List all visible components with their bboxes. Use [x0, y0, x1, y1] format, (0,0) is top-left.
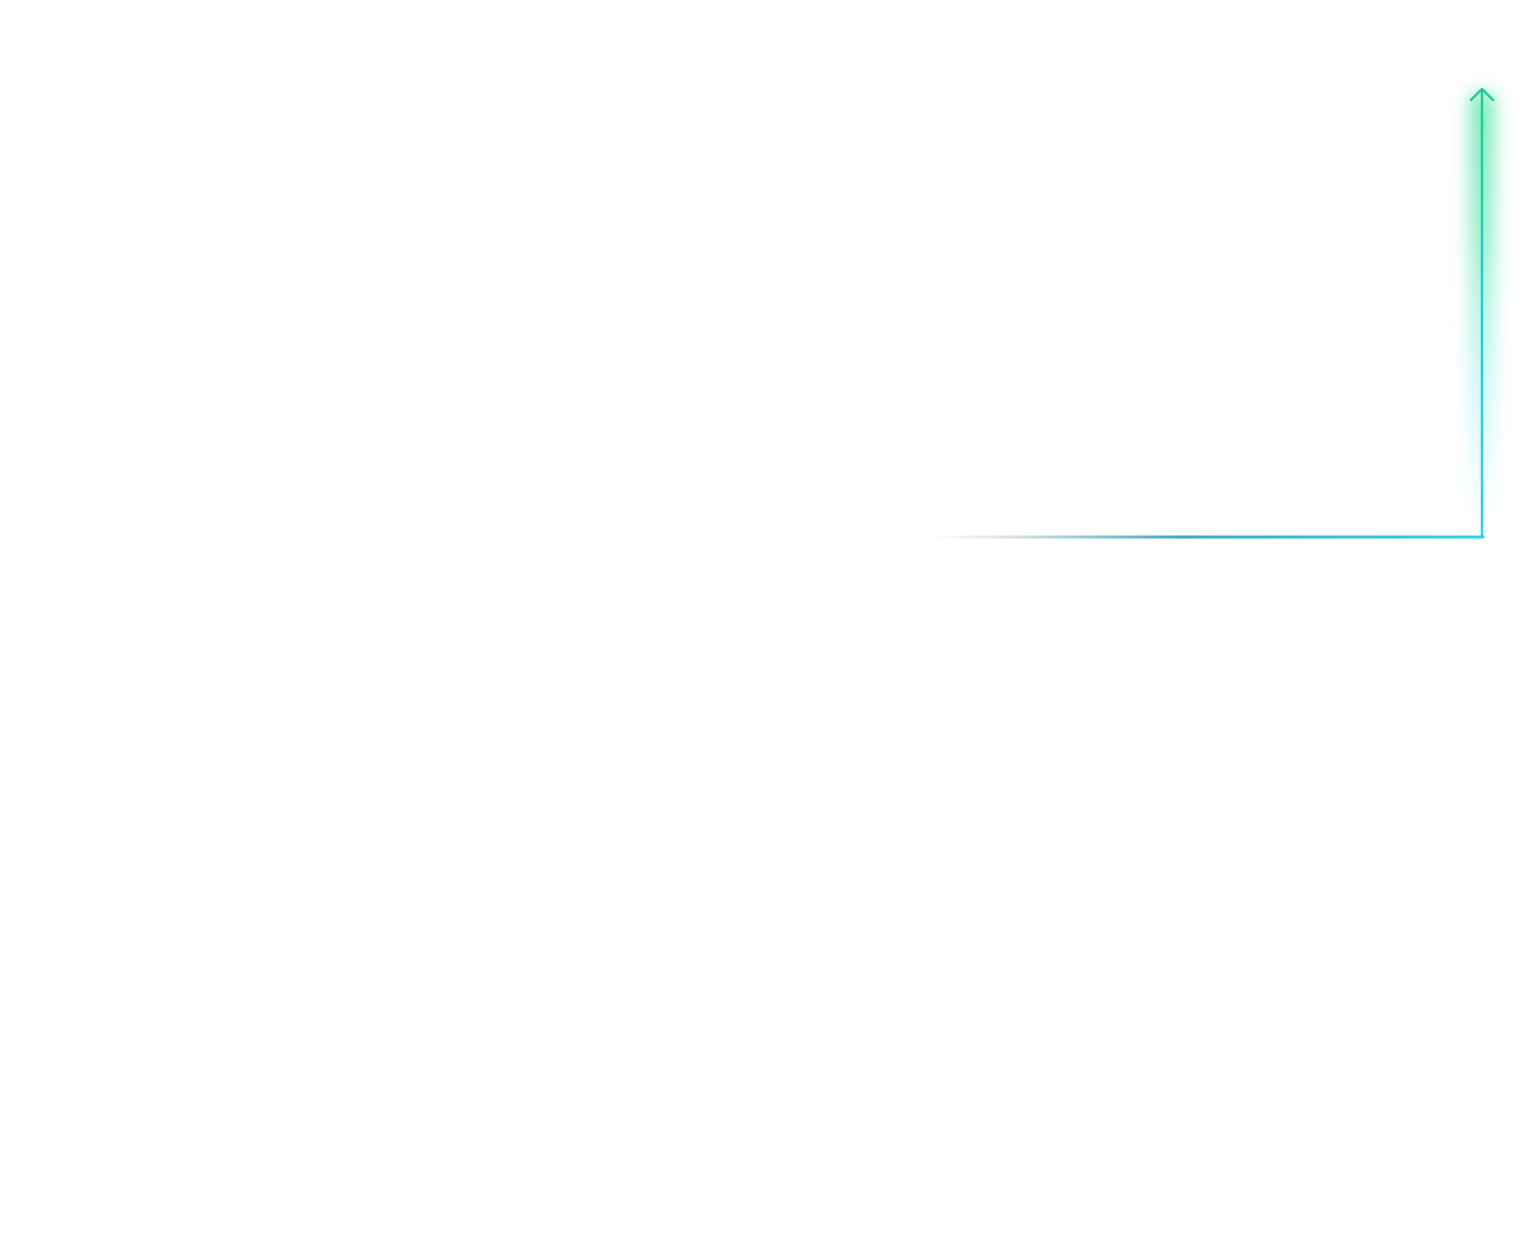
arrow-up-icon: [1469, 87, 1495, 102]
